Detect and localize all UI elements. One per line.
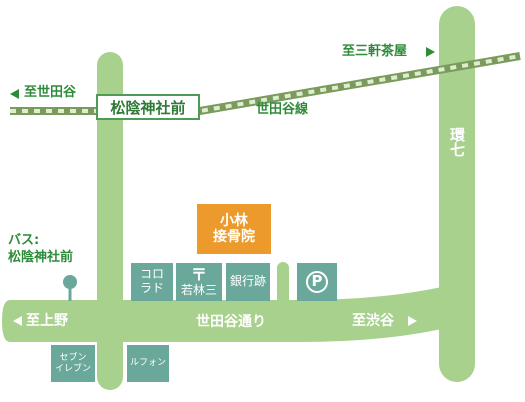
building-kororado: コロ ラド	[131, 263, 173, 301]
building-rufon: ルフォン	[127, 345, 169, 382]
building-seven-eleven: セブン イレブン	[51, 345, 95, 382]
main-street-label: 世田谷通り	[196, 314, 266, 330]
post-office-icon: 〒	[190, 264, 207, 284]
bus-stop-label-line2: 松陰神社前	[8, 250, 74, 265]
rail-direction-left: 至世田谷	[24, 85, 77, 100]
rail-direction-right: 至三軒茶屋	[342, 44, 408, 59]
road-direction-west: 至上野	[26, 313, 68, 329]
post-office-name: 若林三	[180, 283, 217, 298]
seven-eleven-line1: セブン	[59, 353, 87, 364]
seven-eleven-line2: イレブン	[54, 363, 91, 374]
rail-line-name: 世田谷線	[256, 102, 309, 117]
clinic-name-line2: 接骨院	[213, 229, 255, 245]
triangle-right-icon	[408, 316, 417, 326]
road-direction-east: 至渋谷	[352, 313, 394, 329]
building-bank-remains: 銀行跡	[226, 263, 270, 301]
rail-track	[10, 52, 521, 115]
parking-icon: P	[306, 271, 328, 293]
bus-stop-label-line1: バス:	[8, 233, 40, 248]
building-post-office: 〒 若林三	[176, 263, 222, 301]
triangle-left-icon	[10, 89, 19, 99]
bank-name: 銀行跡	[229, 274, 266, 289]
clinic-name-line1: 小林	[220, 212, 248, 229]
main-street-road	[2, 280, 470, 342]
ring7-label: 環七	[448, 127, 466, 157]
side-road-small	[277, 262, 289, 310]
triangle-right-icon	[426, 47, 435, 57]
station-label: 松陰神社前	[96, 94, 200, 120]
kororado-line1: コロ	[139, 267, 164, 282]
triangle-left-icon	[13, 316, 22, 326]
kororado-line2: ラド	[139, 281, 164, 295]
building-parking: P	[297, 263, 337, 301]
rufon-name: ルフォン	[129, 358, 166, 369]
clinic-marker: 小林 接骨院	[197, 204, 271, 254]
bus-stop-pin-icon	[63, 275, 77, 301]
